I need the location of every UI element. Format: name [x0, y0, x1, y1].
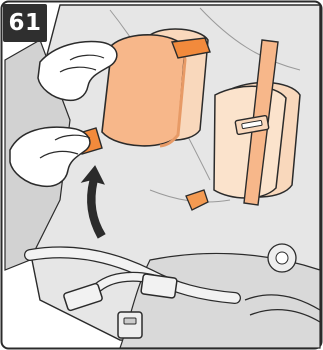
- harness-buckle-right: [141, 274, 177, 299]
- step-number-badge: 61: [3, 4, 47, 42]
- harness-buckle-slot: [124, 318, 136, 324]
- wheel-hub-inner: [276, 252, 288, 264]
- harness-buckle-center: [118, 312, 142, 338]
